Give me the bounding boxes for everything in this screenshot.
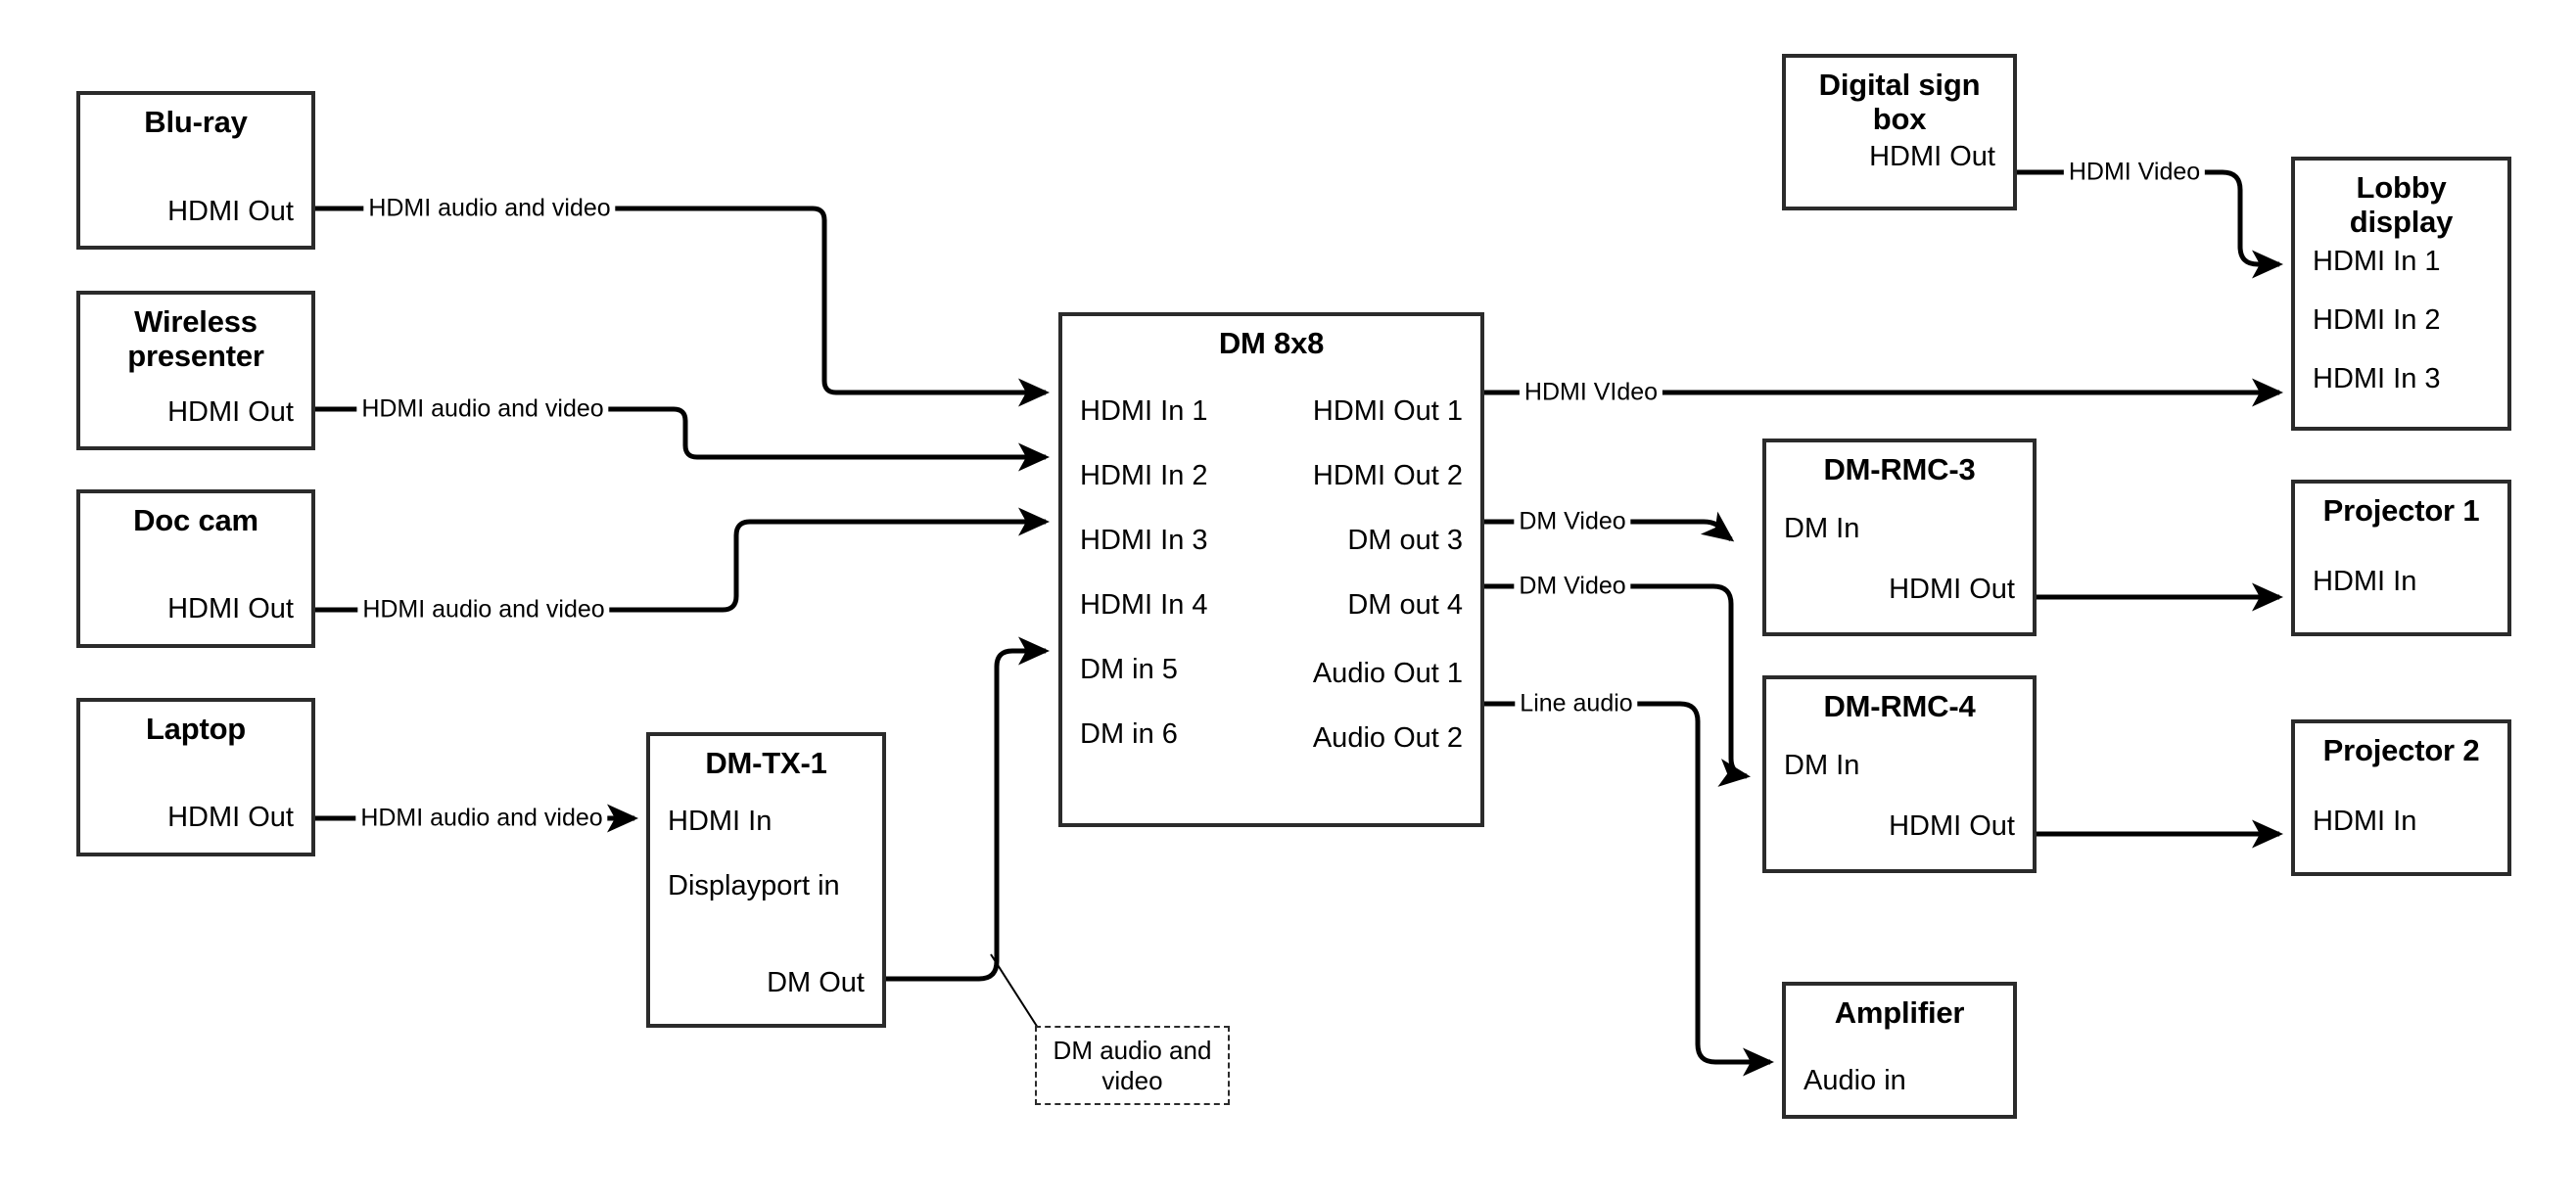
connector-dmout4-to-rmc4 [1484,583,1751,787]
device-title-bluray: Blu-ray [144,105,248,139]
port-projector1-0[interactable]: HDMI In [2313,566,2417,597]
device-title-doccam: Doc cam [133,503,258,537]
port-laptop-0[interactable]: HDMI Out [167,802,294,833]
connector-wireless-to-in2 [315,406,1051,472]
port-dmtx1-0[interactable]: HDMI In [668,806,773,837]
port-dmtx1-1[interactable]: Displayport in [668,870,840,901]
device-title-laptop: Laptop [145,712,247,746]
connector-dmnote-leader [990,953,1039,1029]
port-projector2-0[interactable]: HDMI In [2313,806,2417,837]
port-dmtx1-2[interactable]: DM Out [767,967,865,998]
connector-label-doccam-to-in3: HDMI audio and video [357,597,610,623]
port-dm8x8-2[interactable]: HDMI In 3 [1080,525,1208,556]
port-dm8x8-10[interactable]: Audio Out 1 [1312,658,1463,689]
device-box-projector1[interactable]: Projector 1 HDMI In [2291,480,2511,636]
port-dm8x8-6[interactable]: HDMI Out 1 [1312,395,1463,427]
port-lobby-1[interactable]: HDMI In 2 [2313,304,2441,336]
device-box-projector2[interactable]: Projector 2 HDMI In [2291,719,2511,876]
connector-label-hdmiout1-to-lobby3: HDMI VIdeo [1519,380,1663,405]
port-doccam-0[interactable]: HDMI Out [167,593,294,624]
connector-label-laptop-to-dmtx1: HDMI audio and video [355,806,608,831]
device-title-dmtx1: DM-TX-1 [705,746,827,780]
connector-dmtx1-to-in5 [886,636,1051,982]
port-dm8x8-4[interactable]: DM in 5 [1080,654,1178,685]
device-title-dm8x8: DM 8x8 [1218,326,1325,360]
connector-digitalsign-to-lobby1 [2017,169,2284,279]
port-dm8x8-1[interactable]: HDMI In 2 [1080,460,1208,491]
device-title-projector1: Projector 1 [2322,493,2480,528]
port-dm8x8-5[interactable]: DM in 6 [1080,718,1178,750]
connector-doccam-to-in3 [315,507,1051,613]
port-dm8x8-0[interactable]: HDMI In 1 [1080,395,1208,427]
connector-label-audioout1-to-amp: Line audio [1515,691,1638,716]
port-dm8x8-8[interactable]: DM out 3 [1347,525,1463,556]
port-amplifier-0[interactable]: Audio in [1803,1065,1906,1096]
connector-dmout3-to-rmc3 [1484,511,1735,542]
port-dm8x8-9[interactable]: DM out 4 [1347,589,1463,621]
connector-label-wireless-to-in2: HDMI audio and video [356,396,609,422]
device-box-rmc3[interactable]: DM-RMC-3 DM In HDMI Out [1762,439,2037,636]
device-title-rmc3: DM-RMC-3 [1823,452,1976,486]
device-box-rmc4[interactable]: DM-RMC-4 DM In HDMI Out [1762,675,2037,873]
port-dm8x8-11[interactable]: Audio Out 2 [1312,722,1463,754]
port-dm8x8-7[interactable]: HDMI Out 2 [1312,460,1463,491]
connector-bluray-to-in1 [315,206,1051,407]
connector-label-digitalsign-to-lobby1: HDMI Video [2063,160,2206,185]
port-wireless-0[interactable]: HDMI Out [167,396,294,428]
connector-label-bluray-to-in1: HDMI audio and video [363,196,616,221]
device-title-projector2: Projector 2 [2322,733,2480,767]
device-title-rmc4: DM-RMC-4 [1823,689,1976,723]
port-lobby-0[interactable]: HDMI In 1 [2313,246,2441,277]
port-rmc4-0[interactable]: DM In [1784,750,1860,781]
port-lobby-2[interactable]: HDMI In 3 [2313,363,2441,394]
port-dm8x8-3[interactable]: HDMI In 4 [1080,589,1208,621]
device-title-amplifier: Amplifier [1834,995,1965,1030]
port-rmc3-0[interactable]: DM In [1784,513,1860,544]
connector-label-dmout3-to-rmc3: DM Video [1514,509,1631,534]
port-rmc3-1[interactable]: HDMI Out [1889,574,2015,605]
port-bluray-0[interactable]: HDMI Out [167,196,294,227]
port-digitalsign-0[interactable]: HDMI Out [1869,141,1995,172]
port-rmc4-1[interactable]: HDMI Out [1889,810,2015,842]
connector-label-dmout4-to-rmc4: DM Video [1514,574,1631,599]
connector-audioout1-to-amp [1484,701,1775,1077]
